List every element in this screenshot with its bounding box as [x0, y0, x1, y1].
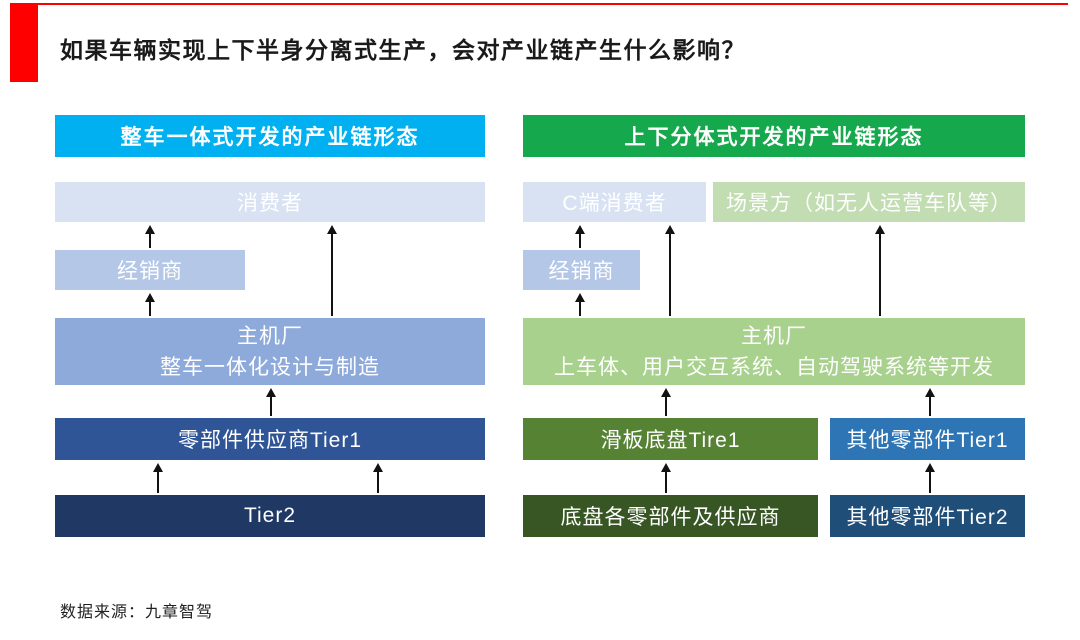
left-oem-box: 主机厂 整车一体化设计与制造 [55, 318, 485, 385]
up-arrow [575, 225, 585, 248]
left-tier1-box: 零部件供应商Tier1 [55, 418, 485, 460]
up-arrow [875, 225, 885, 316]
right-dealer-box: 经销商 [523, 250, 640, 290]
left-tier2-box: Tier2 [55, 495, 485, 537]
up-arrow [575, 293, 585, 316]
right-chassis-suppliers-box: 底盘各零部件及供应商 [523, 495, 818, 537]
top-red-line [10, 3, 1068, 5]
right-other-tier2-box: 其他零部件Tier2 [830, 495, 1025, 537]
page-title: 如果车辆实现上下半身分离式生产，会对产业链产生什么影响？ [60, 37, 746, 63]
right-chain-header: 上下分体式开发的产业链形态 [523, 115, 1025, 157]
up-arrow [373, 463, 383, 493]
right-other-tier1-box: 其他零部件Tier1 [830, 418, 1025, 460]
up-arrow [145, 225, 155, 248]
left-chain-header: 整车一体式开发的产业链形态 [55, 115, 485, 157]
right-oem-box: 主机厂 上车体、用户交互系统、自动驾驶系统等开发 [523, 318, 1025, 385]
right-c-consumer-box: C端消费者 [523, 182, 706, 222]
up-arrow [661, 463, 671, 493]
up-arrow [925, 388, 935, 416]
up-arrow [153, 463, 163, 493]
left-dealer-box: 经销商 [55, 250, 245, 290]
right-oem-line2: 上车体、用户交互系统、自动驾驶系统等开发 [554, 355, 994, 379]
up-arrow [145, 293, 155, 316]
right-scene-party-box: 场景方（如无人运营车队等） [713, 182, 1025, 222]
up-arrow [665, 225, 675, 316]
right-skateboard-tier1-box: 滑板底盘Tire1 [523, 418, 818, 460]
up-arrow [925, 463, 935, 493]
up-arrow [266, 388, 276, 416]
red-accent-block [10, 4, 38, 82]
right-oem-line1: 主机厂 [741, 324, 807, 348]
data-source: 数据来源：九章智驾 [60, 604, 214, 621]
up-arrow [327, 225, 337, 316]
left-oem-line2: 整车一体化设计与制造 [160, 355, 380, 379]
left-consumer-box: 消费者 [55, 182, 485, 222]
left-oem-line1: 主机厂 [237, 324, 303, 348]
up-arrow [661, 388, 671, 416]
